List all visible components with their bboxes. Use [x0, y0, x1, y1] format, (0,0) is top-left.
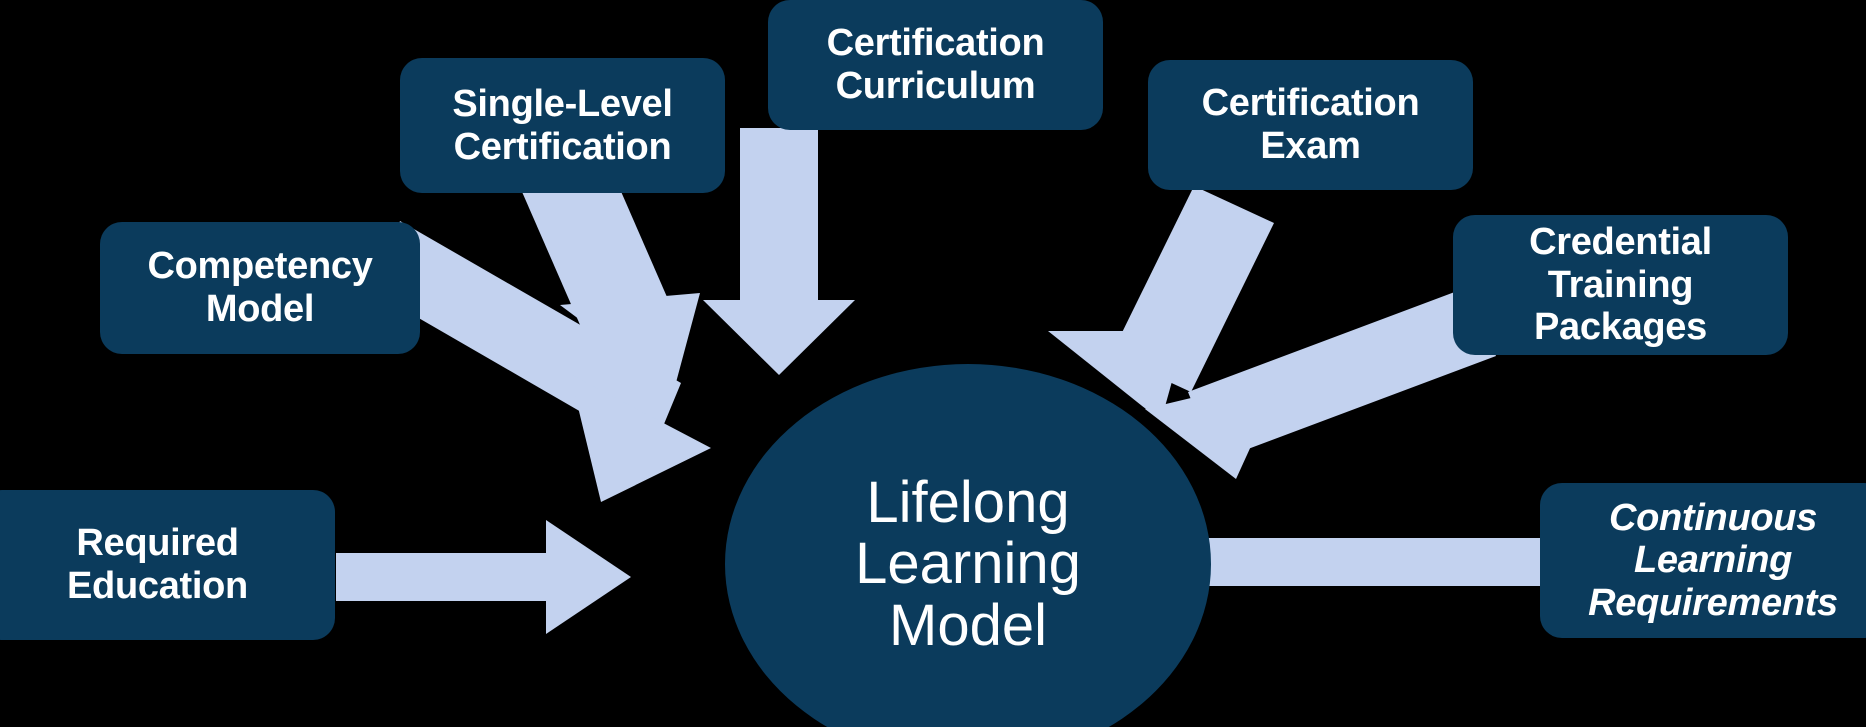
node-certification-curriculum[interactable]: Certification Curriculum: [768, 0, 1103, 130]
arrow-certification-exam-head: [1048, 331, 1186, 421]
arrow-required-education-head: [546, 520, 631, 634]
node-competency-model-label: Competency Model: [147, 245, 373, 330]
node-required-education[interactable]: Required Education: [0, 490, 335, 640]
node-certification-curriculum-label: Certification Curriculum: [826, 22, 1045, 107]
arrow-credential-training-packages-shaft: [1188, 287, 1496, 461]
node-single-level-certification-label: Single-Level Certification: [452, 82, 673, 168]
node-required-education-label: Required Education: [67, 522, 248, 607]
arrow-certification-curriculum-head: [703, 300, 855, 375]
node-continuous-learning-requirements-label: Continuous Learning Requirements: [1588, 496, 1838, 624]
arrow-credential-training-packages-head: [1145, 376, 1283, 479]
node-credential-training-packages[interactable]: Credential Training Packages: [1453, 215, 1788, 355]
center-node-lifelong-learning-model[interactable]: Lifelong Learning Model: [725, 364, 1211, 727]
arrow-certification-curriculum-shaft: [740, 128, 818, 303]
arrow-single-level-certification-head: [560, 293, 700, 390]
node-continuous-learning-requirements[interactable]: Continuous Learning Requirements: [1540, 483, 1866, 638]
node-competency-model[interactable]: Competency Model: [100, 222, 420, 354]
node-single-level-certification[interactable]: Single-Level Certification: [400, 58, 725, 193]
arrow-required-education-shaft: [336, 553, 561, 601]
node-certification-exam-label: Certification Exam: [1201, 82, 1420, 167]
center-node-label: Lifelong Learning Model: [855, 469, 1081, 658]
node-credential-training-packages-label: Credential Training Packages: [1529, 221, 1712, 349]
arrow-competency-model-head: [570, 374, 711, 502]
node-certification-exam[interactable]: Certification Exam: [1148, 60, 1473, 190]
